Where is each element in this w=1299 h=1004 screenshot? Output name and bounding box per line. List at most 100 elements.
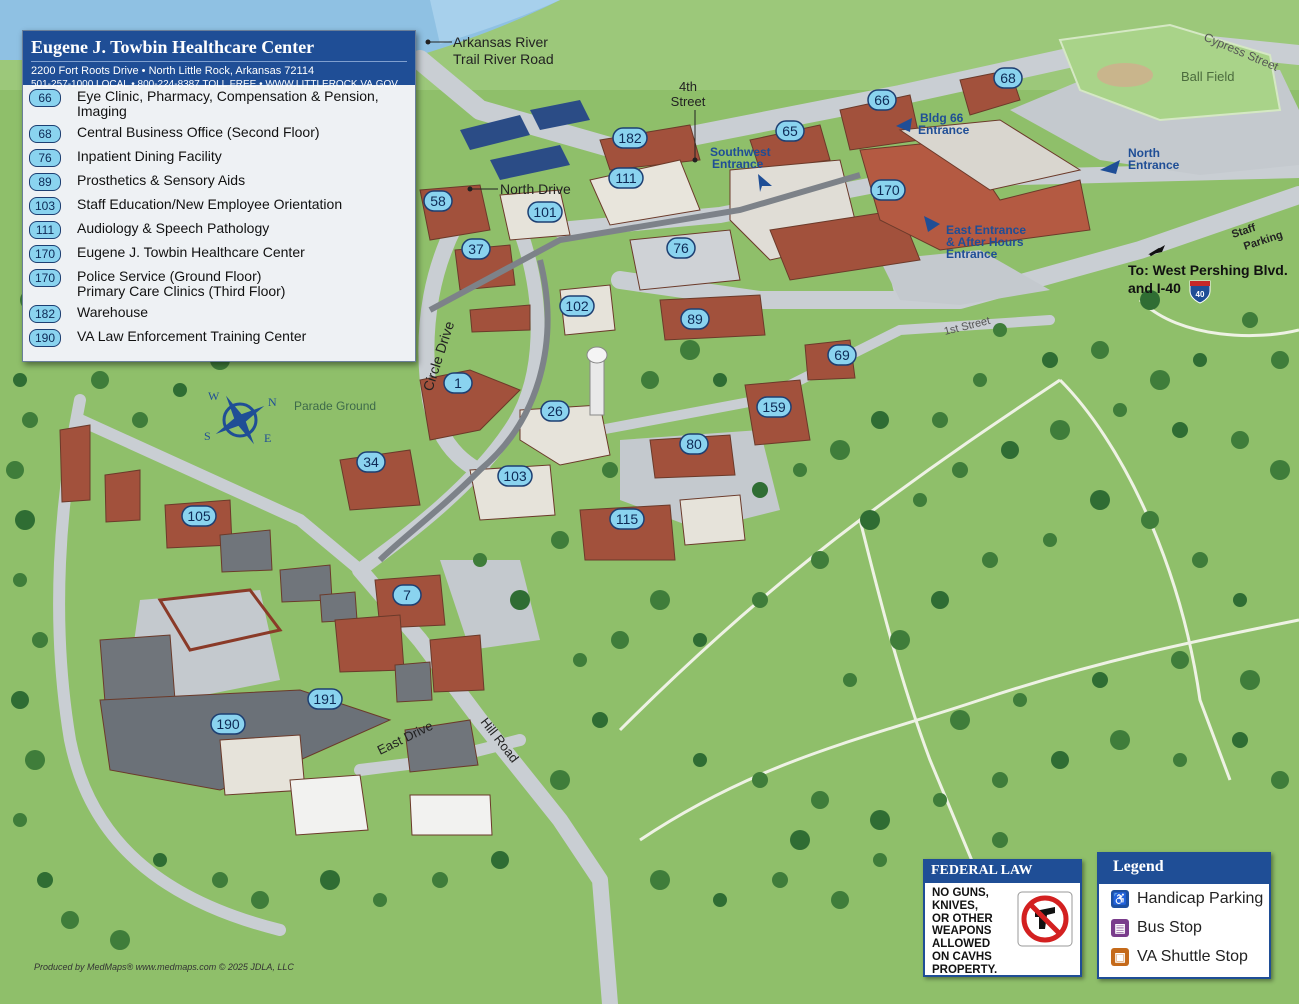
bldg66-entrance-label-2: Entrance [918,123,970,137]
tree [1173,753,1187,767]
building-marker-number: 66 [874,92,890,108]
tree [641,371,659,389]
building-marker[interactable]: 182 [612,127,648,149]
tree [212,872,228,888]
building-marker[interactable]: 68 [993,67,1023,89]
legend-label: Bus Stop [1137,918,1202,936]
tree [752,482,768,498]
building-marker-badge [540,400,570,422]
building-marker[interactable]: 105 [181,505,217,527]
tree [1171,651,1189,669]
tree [1051,751,1069,769]
tree [432,872,448,888]
tree [602,462,618,478]
east-entrance-label: East Entrance [946,223,1026,237]
building-marker[interactable]: 66 [867,89,897,111]
north-entrance-arrow-icon [1100,160,1120,174]
compass-s: S [204,429,211,443]
building-marker[interactable]: 7 [392,584,422,606]
building-marker[interactable]: 170 [870,179,906,201]
building-marker-number: 58 [430,193,446,209]
building-marker[interactable]: 76 [666,237,696,259]
tree [11,691,29,709]
building-name: Prosthetics & Sensory Aids [77,172,246,188]
building-marker[interactable]: 111 [608,167,644,189]
covered-walkway [428,172,861,313]
building-marker-number: 1 [454,375,462,391]
building-marker[interactable]: 69 [827,344,857,366]
tree [982,552,998,568]
building-name: Eye Clinic, Pharmacy, Compensation & Pen… [77,88,379,119]
building-marker[interactable]: 1 [443,372,473,394]
building-marker[interactable]: 115 [609,508,645,530]
building-marker[interactable]: 37 [461,238,491,260]
building-marker[interactable]: 26 [540,400,570,422]
building-number-badge: 190 [29,329,61,347]
building-marker[interactable]: 65 [775,120,805,142]
compass-w: W [208,389,220,403]
interstate-number: 40 [1196,290,1205,299]
building-marker-badge [461,238,491,260]
federal-law-title: FEDERAL LAW [925,861,1080,883]
tree [871,411,889,429]
building-marker[interactable]: 102 [559,295,595,317]
tree [811,791,829,809]
tree [650,590,670,610]
tree [13,813,27,827]
building-marker-number: 69 [834,347,850,363]
building-marker-number: 65 [782,123,798,139]
tree [611,631,629,649]
tree [153,853,167,867]
river-road-label: Trail River Road [453,51,554,67]
building-number-badge: 111 [29,221,61,239]
building-marker[interactable]: 190 [210,713,246,735]
building-marker[interactable]: 34 [356,451,386,473]
tree [890,630,910,650]
building-marker[interactable]: 58 [423,190,453,212]
tree [573,653,587,667]
tree [1110,730,1130,750]
tree [473,553,487,567]
tree [1193,353,1207,367]
building-marker-number: 115 [616,511,639,527]
building-marker[interactable]: 80 [679,433,709,455]
tree [933,793,947,807]
tree [592,712,608,728]
building-marker-badge [679,433,709,455]
building-marker[interactable]: 89 [680,308,710,330]
building-marker-number: 191 [313,691,337,707]
tree [1233,593,1247,607]
building-marker[interactable]: 101 [527,201,563,223]
handicap-icon: ♿ [1111,889,1129,908]
map-credit: Produced by MedMaps® www.medmaps.com © 2… [34,962,294,972]
southwest-entrance-arrow-icon [758,174,772,192]
building-marker-number: 103 [503,468,527,484]
facility-phone: 501-257-1000 LOCAL • 800-224-8387 TOLL F… [31,79,398,90]
building-marker-number: 111 [615,170,636,186]
building-marker-badge [756,396,792,418]
building-marker[interactable]: 191 [307,688,343,710]
building-name: Eugene J. Towbin Healthcare Center [77,244,305,260]
east-entrance-label-3: Entrance [946,247,998,261]
building-marker-number: 170 [876,182,900,198]
building-marker-number: 190 [216,716,240,732]
tree [992,772,1008,788]
tree [173,383,187,397]
building-marker-badge [867,89,897,111]
solar-panels [460,100,590,180]
building-marker[interactable]: 103 [497,465,533,487]
tree [713,373,727,387]
building-number-badge: 68 [29,125,61,143]
tree [550,770,570,790]
building-marker[interactable]: 159 [756,396,792,418]
tree [22,412,38,428]
tree [25,750,45,770]
tree [870,810,890,830]
fourth-street-label: 4th [679,79,697,94]
tree [491,851,509,869]
tree [843,673,857,687]
north-entrance-label: North [1128,146,1160,160]
